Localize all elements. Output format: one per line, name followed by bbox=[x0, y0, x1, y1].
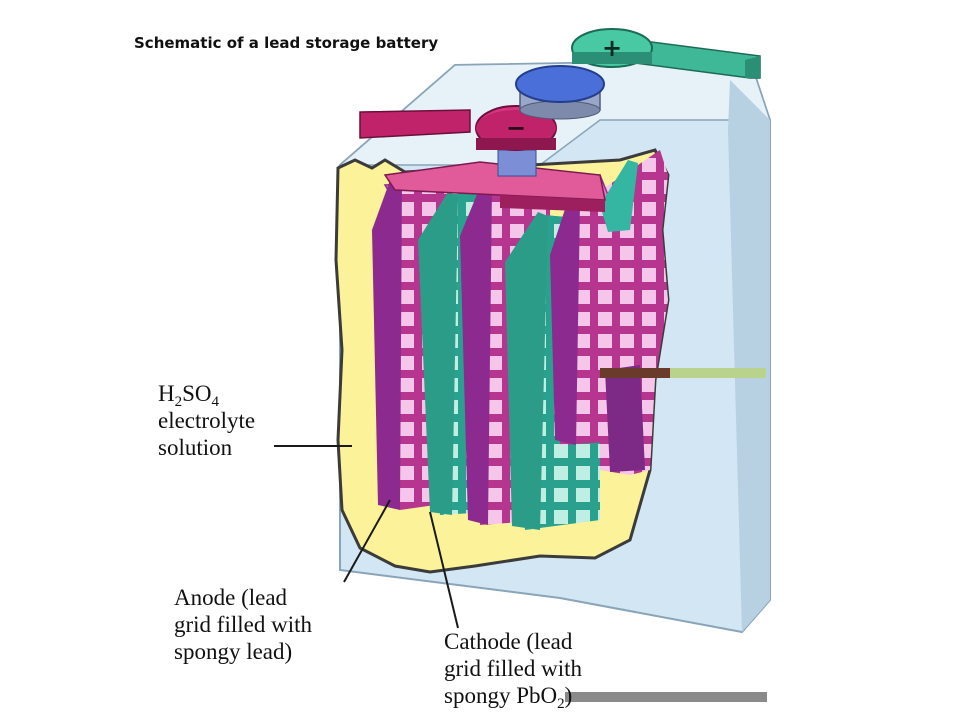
anode-frame-1 bbox=[372, 175, 402, 510]
anode-label-line3: spongy lead) bbox=[174, 639, 293, 664]
formula-so-subscript: 4 bbox=[211, 394, 220, 410]
negative-symbol: − bbox=[506, 114, 526, 142]
cathode-formula-close: ) bbox=[564, 683, 573, 708]
positive-symbol: + bbox=[602, 34, 622, 62]
positive-terminal: + bbox=[571, 28, 761, 79]
formula-so: SO bbox=[182, 381, 212, 406]
cathode-formula-text: spongy PbO bbox=[444, 683, 558, 708]
electrolyte-label: H2SO4 electrolyte solution bbox=[158, 380, 255, 461]
electrolyte-formula: H2SO4 bbox=[158, 380, 255, 410]
electrolyte-label-line2: electrolyte bbox=[158, 408, 256, 433]
cathode-label-line1: Cathode (lead bbox=[444, 629, 573, 654]
anode-leader-line bbox=[343, 499, 391, 583]
negative-strap bbox=[383, 161, 606, 212]
cathode-frame-2 bbox=[505, 212, 548, 530]
formula-h: H bbox=[158, 381, 175, 406]
anode-label-line2: grid filled with bbox=[174, 612, 312, 637]
anode-label: Anode (lead grid filled with spongy lead… bbox=[174, 584, 312, 665]
diagram-title: Schematic of a lead storage battery bbox=[134, 34, 439, 52]
cathode-label: Cathode (lead grid filled with spongy Pb… bbox=[444, 628, 582, 712]
cathode-formula-subscript: 2 bbox=[557, 696, 565, 712]
anode-label-line1: Anode (lead bbox=[174, 585, 288, 610]
anode-frame-3 bbox=[550, 200, 580, 445]
cathode-label-line3: spongy PbO2) bbox=[444, 682, 582, 712]
leader-lines bbox=[274, 445, 459, 629]
cathode-label-line2: grid filled with bbox=[444, 656, 582, 681]
electrolyte-label-line3: solution bbox=[158, 435, 233, 460]
negative-terminal: − bbox=[359, 105, 557, 177]
formula-h-subscript: 2 bbox=[174, 394, 183, 410]
artifact-bars bbox=[565, 368, 767, 702]
cathode-frame-1 bbox=[418, 192, 458, 515]
anode-frame-2 bbox=[460, 182, 492, 525]
cathode-leader-line bbox=[429, 511, 459, 629]
vent-cap bbox=[515, 65, 605, 120]
